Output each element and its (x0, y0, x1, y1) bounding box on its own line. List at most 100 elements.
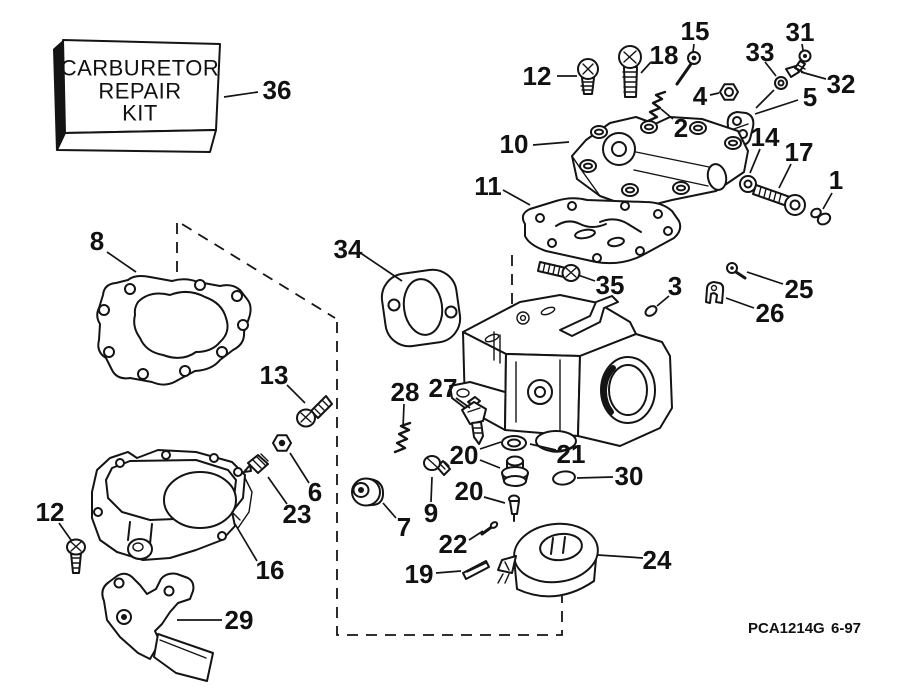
callout-15: 15 (681, 16, 710, 46)
leader-line-24 (597, 554, 644, 559)
part-seat-20-upper (501, 455, 529, 487)
callout-23: 23 (283, 499, 312, 529)
leader-line-31 (801, 43, 804, 51)
callout-25: 25 (785, 274, 814, 304)
part-nut-4 (719, 83, 739, 101)
callout-27: 27 (429, 373, 458, 403)
callout-29: 29 (225, 605, 254, 635)
part-plug-1 (810, 207, 832, 226)
callout-33: 33 (746, 37, 775, 67)
leader-line-13 (286, 384, 306, 404)
part-screw-13 (296, 395, 333, 428)
part-nut-6 (272, 434, 292, 452)
leader-line-11 (502, 189, 531, 206)
callout-19: 19 (405, 559, 434, 589)
callout-2: 2 (674, 113, 688, 143)
part-bracket-29 (101, 572, 214, 682)
part-screw-35 (537, 261, 581, 282)
leader-line-32 (800, 71, 827, 80)
footer-date-code: 6-97 (831, 620, 861, 637)
callout-12-top: 12 (523, 61, 552, 91)
callout-26: 26 (756, 298, 785, 328)
callout-31: 31 (786, 17, 815, 47)
callout-12-left: 12 (36, 497, 65, 527)
callout-6: 6 (308, 477, 322, 507)
footer: PCA1214G 6-97 (748, 620, 861, 637)
leader-line-27 (455, 397, 471, 409)
leader-line-14 (749, 148, 761, 174)
kit-box-line2: REPAIR (98, 79, 181, 104)
part-screw-9 (423, 455, 451, 476)
part-float-24 (497, 522, 599, 598)
callout-10: 10 (500, 129, 529, 159)
callout-20-lower: 20 (455, 476, 484, 506)
callout-4: 4 (693, 81, 708, 111)
leader-line-30 (576, 476, 614, 479)
leader-line-23 (267, 476, 288, 505)
part-carburetor-body (449, 294, 673, 453)
leader-line-36 (223, 91, 259, 98)
callout-24: 24 (643, 545, 672, 575)
leader-line-2 (660, 108, 674, 120)
leader-line-17 (778, 163, 792, 189)
part-needle-valve-23 (243, 453, 269, 474)
part-spring-2 (646, 90, 667, 123)
leader-line-25 (746, 271, 784, 285)
part-clip-26 (705, 281, 725, 304)
leader-line-8 (106, 251, 137, 273)
leader-line-26 (725, 297, 755, 309)
callout-8: 8 (90, 226, 104, 256)
part-cover-10 (571, 116, 749, 210)
part-flange-gasket-34 (380, 268, 462, 348)
callout-20-upper: 20 (450, 440, 479, 470)
callout-22: 22 (439, 529, 468, 559)
callout-32: 32 (827, 69, 856, 99)
callout-36: 36 (263, 75, 292, 105)
part-plug-3 (644, 305, 658, 317)
kit-box-text: CARBURETOR REPAIR KIT (61, 56, 220, 126)
part-gasket-8 (96, 275, 252, 386)
leader-line-21 (529, 443, 557, 451)
leader-line-20-upper (479, 441, 502, 450)
part-washer-14 (739, 175, 757, 193)
kit-box-drawing (53, 39, 221, 153)
leader-line-12-left (58, 522, 72, 541)
part-screw-25 (726, 262, 747, 280)
part-screw-17 (752, 184, 806, 216)
part-screw-31 (794, 49, 812, 73)
leader-line-1 (822, 192, 833, 210)
leader-line-16 (234, 523, 258, 562)
callout-7: 7 (397, 512, 411, 542)
callout-3: 3 (668, 271, 682, 301)
kit-box-line3: KIT (122, 101, 158, 126)
callout-9: 9 (424, 498, 438, 528)
part-plug-30 (552, 470, 576, 486)
callout-18: 18 (650, 40, 679, 70)
callout-21: 21 (557, 439, 586, 469)
part-grommet-21 (501, 435, 527, 451)
leader-line-34 (361, 253, 403, 282)
callout-16: 16 (256, 555, 285, 585)
part-pin-22 (480, 521, 499, 536)
leader-line-28 (402, 403, 405, 429)
callout-14: 14 (751, 122, 780, 152)
callout-30: 30 (615, 461, 644, 491)
part-screw-12-left (66, 538, 86, 574)
leader-line-10 (532, 141, 570, 146)
part-needle-15 (675, 51, 701, 86)
callout-11: 11 (474, 171, 502, 201)
leader-line-22 (468, 530, 484, 541)
kit-box-line1: CARBURETOR (61, 56, 220, 81)
leader-line-33-1 (755, 89, 775, 109)
callout-13: 13 (260, 360, 289, 390)
leader-line-20-upper-1 (479, 459, 501, 469)
callout-28: 28 (391, 377, 420, 407)
leader-line-4 (709, 92, 720, 96)
callout-35: 35 (596, 270, 625, 300)
part-pin-19 (462, 560, 490, 580)
part-screw-18 (618, 45, 642, 98)
leader-line-18 (640, 61, 652, 74)
